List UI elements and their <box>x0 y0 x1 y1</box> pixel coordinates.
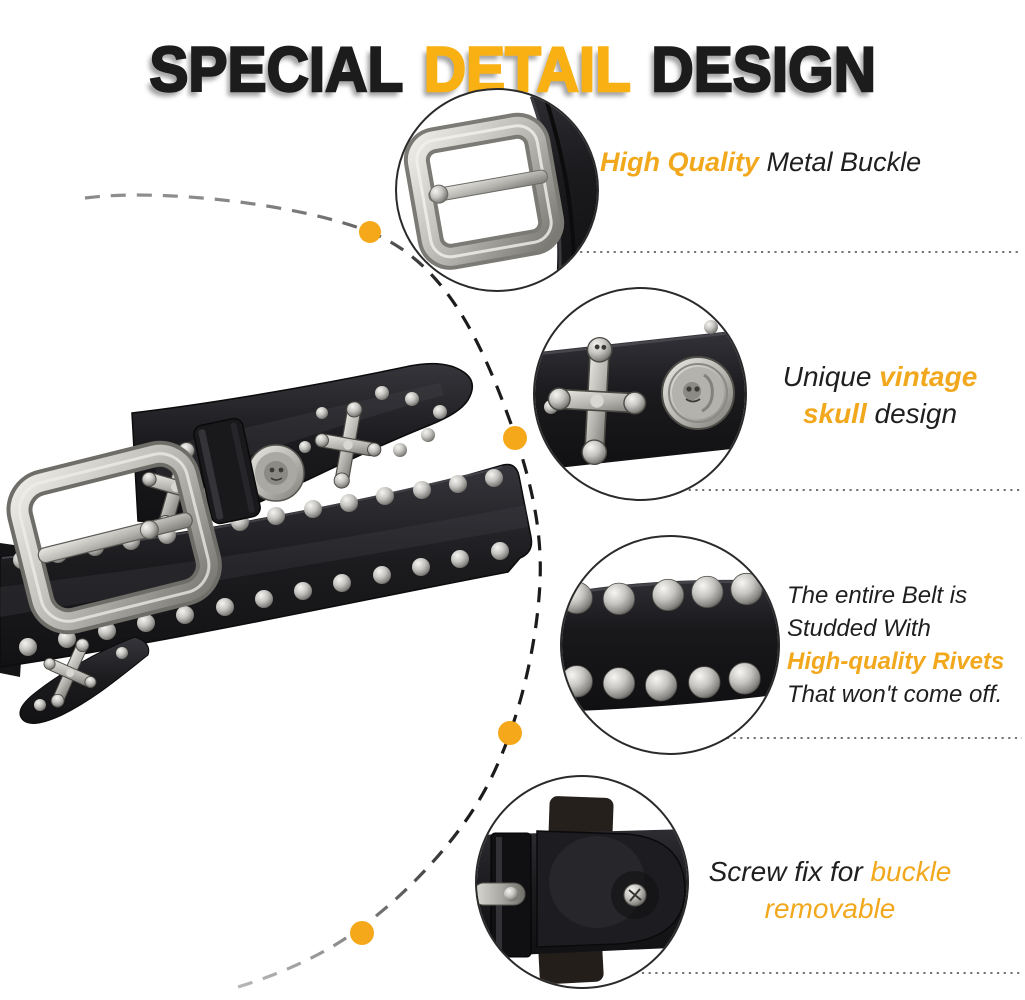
callout-line: High-quality Rivets <box>787 648 1005 675</box>
callout-text: design <box>866 398 958 429</box>
inset-circle-screw <box>475 775 689 989</box>
leather-tongue <box>536 830 686 948</box>
callout-line: removable <box>700 890 960 927</box>
inset-circle-rivets <box>560 535 780 755</box>
callout-accent-text: buckle <box>870 856 952 887</box>
skull-concho <box>247 444 305 502</box>
inset-circle-buckle <box>395 88 599 292</box>
metal-buckle-closeup <box>403 90 597 284</box>
skull-cross-stud <box>547 336 647 466</box>
rivet-row-bottom <box>19 542 509 656</box>
belt-buckle <box>6 440 222 635</box>
title-word-design: DESIGN <box>650 35 877 106</box>
buckle-prong <box>428 169 548 203</box>
yellow-dot-1 <box>359 221 381 243</box>
title-word-special: SPECIAL <box>148 35 404 106</box>
rivet-studs-closeup <box>562 572 778 712</box>
yellow-dot-2 <box>503 426 527 450</box>
callout-line: Screw fix for buckle <box>700 853 960 890</box>
callout-metal-buckle: High Quality Metal Buckle <box>600 147 921 178</box>
callout-rivets: The entire Belt is Studded With High-qua… <box>787 579 1004 711</box>
callout-line: The entire Belt is <box>787 582 968 609</box>
yellow-dot-4 <box>350 921 374 945</box>
rivet-row-top <box>562 572 763 615</box>
callout-line: skull design <box>768 395 992 432</box>
callout-accent-text: skull <box>802 398 867 429</box>
belt-tail <box>19 627 150 724</box>
inset-circle-skull <box>533 287 747 501</box>
belt-keeper-loop <box>193 417 261 525</box>
belt-end-loop <box>477 832 532 958</box>
callout-text: Metal Buckle <box>759 147 922 177</box>
callout-vintage-skull: Unique vintage skull design <box>768 358 992 432</box>
dashed-arc <box>84 193 542 989</box>
callout-screw-fix: Screw fix for buckle removable <box>700 853 960 927</box>
callout-line: Unique vintage <box>768 358 992 395</box>
callout-text: Unique <box>782 361 880 392</box>
callout-line: That won't come off. <box>787 681 1003 708</box>
callout-accent-text: vintage <box>879 361 978 392</box>
yellow-dot-3 <box>498 721 522 745</box>
callout-line: Studded With <box>787 615 931 642</box>
callout-accent-text: High Quality <box>600 147 760 177</box>
skull-cross-studs-closeup <box>535 320 745 471</box>
skull-concho <box>661 356 735 430</box>
buckle-screw-closeup <box>477 796 687 985</box>
main-product-photo <box>0 362 533 724</box>
callout-accent-text: removable <box>764 893 896 924</box>
callout-text: Screw fix for <box>708 856 871 887</box>
